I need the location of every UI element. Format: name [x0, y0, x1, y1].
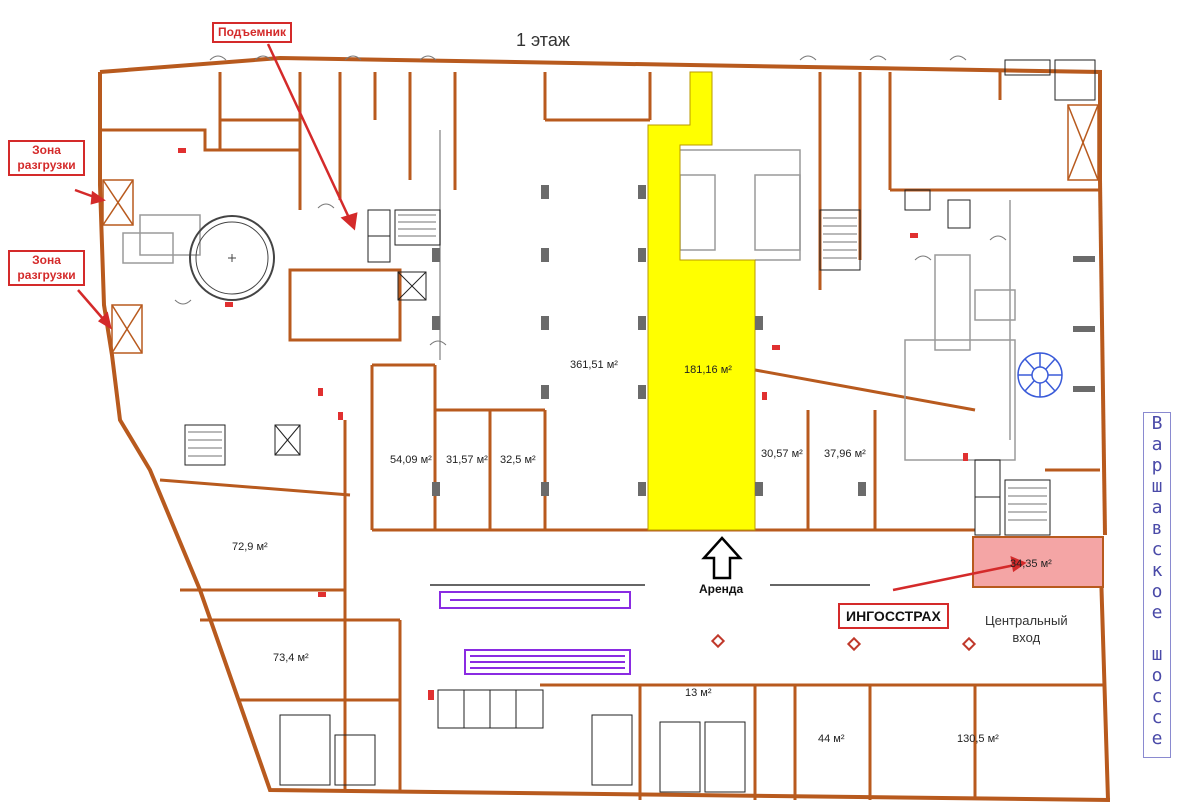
road-letter: к: [1151, 560, 1163, 581]
area-label: 37,96 м²: [824, 448, 866, 460]
inner-walls: [100, 72, 1105, 800]
fire-points: [178, 148, 968, 700]
road-letter: а: [1151, 434, 1163, 455]
partitions: [122, 130, 1016, 461]
area-label: 31,57 м²: [446, 454, 488, 466]
columns: [432, 185, 1095, 496]
area-label: 130,5 м²: [957, 733, 999, 745]
tenant-space: [972, 536, 1104, 588]
area-label: 30,57 м²: [761, 448, 803, 460]
area-label: 32,5 м²: [500, 454, 536, 466]
area-label: 54,09 м²: [390, 454, 432, 466]
area-label: 72,9 м²: [232, 541, 268, 553]
area-label: 73,4 м²: [273, 652, 309, 664]
road-letter: ш: [1151, 644, 1163, 665]
unloading-zones: [102, 104, 1099, 354]
road-gap: [1144, 623, 1170, 644]
road-letter: с: [1151, 686, 1163, 707]
road-letter: р: [1151, 455, 1163, 476]
road-letter: ш: [1151, 476, 1163, 497]
callout-arrows: [74, 43, 1027, 592]
road-letter: е: [1151, 728, 1163, 749]
road-letter: о: [1151, 665, 1163, 686]
road-letter: е: [1151, 602, 1163, 623]
stair-treads: [188, 214, 1047, 521]
road-letter: с: [1151, 539, 1163, 560]
area-label: 13 м²: [685, 687, 712, 699]
road-letter: В: [1151, 413, 1163, 434]
rent-arrow-icon: [701, 536, 743, 580]
floor-title: 1 этаж: [516, 30, 570, 50]
outer-walls: [98, 55, 1111, 802]
atrium-circle: [189, 215, 275, 301]
road-letter: а: [1151, 497, 1163, 518]
area-label: 34,35 м²: [1010, 558, 1052, 570]
main-entrance-label: Центральный вход: [985, 612, 1068, 646]
door-swings: [174, 55, 1007, 346]
unloading-callout-2: Зона разгрузки: [8, 250, 85, 286]
road-letter: в: [1151, 518, 1163, 539]
area-label: 44 м²: [818, 733, 845, 745]
markers: [710, 633, 977, 652]
tenant-label: ИНГОССТРАХ: [838, 603, 949, 629]
area-label: 361,51 м²: [570, 359, 618, 371]
escalators: [439, 591, 631, 675]
spiral-stair: [1017, 352, 1063, 398]
area-label: 181,16 м²: [684, 364, 732, 376]
road-letter: с: [1151, 707, 1163, 728]
unloading-callout-1: Зона разгрузки: [8, 140, 85, 176]
road-letter: о: [1151, 581, 1163, 602]
main-entrance-line2: вход: [1012, 630, 1041, 645]
stairs: [184, 59, 1096, 793]
main-entrance-line1: Центральный: [985, 613, 1068, 628]
lift-callout: Подъемник: [212, 22, 293, 43]
rent-space: [647, 71, 756, 531]
rent-label: Аренда: [699, 582, 744, 596]
